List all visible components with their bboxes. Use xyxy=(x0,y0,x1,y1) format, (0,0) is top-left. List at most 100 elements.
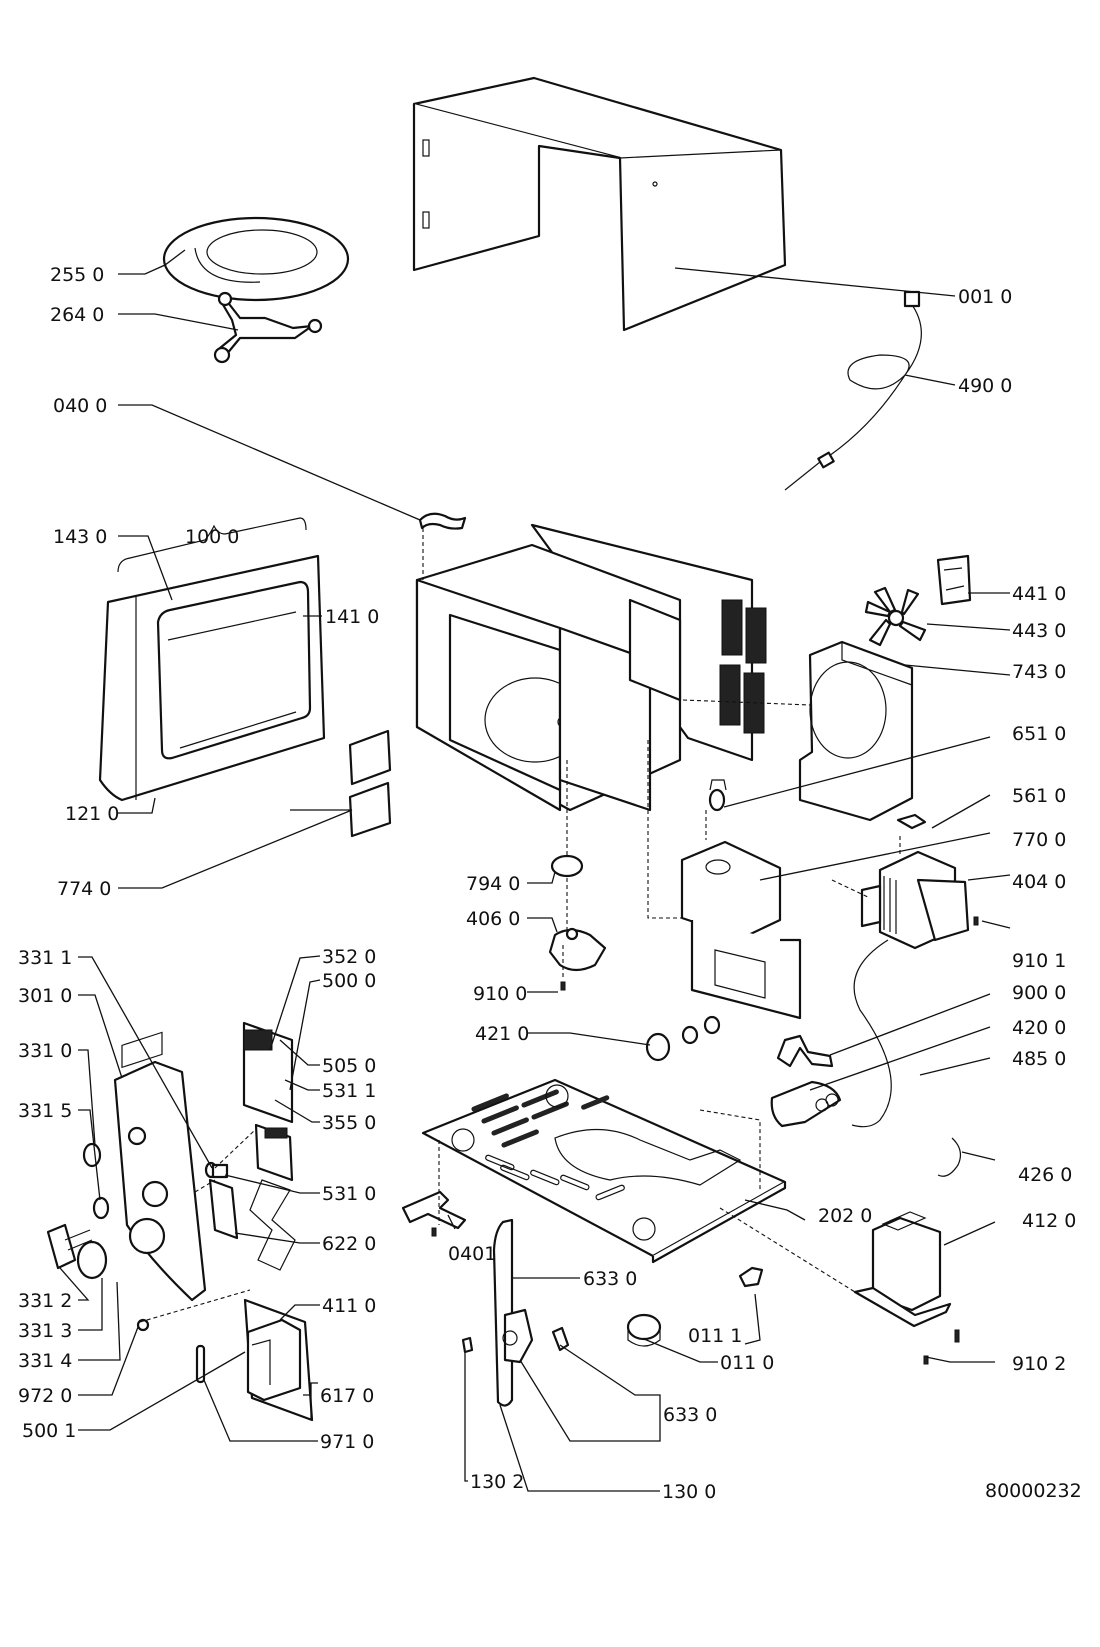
callout-141-0: 141 0 xyxy=(325,606,379,628)
callout-633-0-lower: 633 0 xyxy=(663,1404,717,1426)
callout-121-0: 121 0 xyxy=(65,803,119,825)
callout-331-1: 331 1 xyxy=(18,947,72,969)
leader-lines xyxy=(59,249,1011,1492)
waveguide-covers xyxy=(348,729,392,838)
assembly-lines xyxy=(139,528,901,1323)
callout-774-0: 774 0 xyxy=(57,878,111,900)
callout-331-5: 331 5 xyxy=(18,1100,72,1122)
callout-633-0-upper: 633 0 xyxy=(583,1268,637,1290)
callout-411-0: 411 0 xyxy=(322,1295,376,1317)
oven-lamp xyxy=(708,779,727,812)
callout-404-0: 404 0 xyxy=(1012,871,1066,893)
callout-490-0: 490 0 xyxy=(958,375,1012,397)
callout-443-0: 443 0 xyxy=(1012,620,1066,642)
callout-531-1: 531 1 xyxy=(322,1080,376,1102)
knob-spring xyxy=(92,1196,110,1220)
outer-cabinet xyxy=(412,76,787,332)
fan-motor xyxy=(936,554,972,606)
callout-130-2: 130 2 xyxy=(470,1471,524,1493)
power-knob xyxy=(76,1240,108,1280)
ribbon-cable xyxy=(249,1179,296,1271)
callout-331-0: 331 0 xyxy=(18,1040,72,1062)
control-board xyxy=(242,1021,294,1182)
door-assembly xyxy=(98,517,326,802)
callout-001-0: 001 0 xyxy=(958,286,1012,308)
vent-grille xyxy=(719,599,767,734)
callout-910-0: 910 0 xyxy=(473,983,527,1005)
hv-transformer xyxy=(853,1211,952,1328)
turntable-plate xyxy=(162,216,350,302)
oven-cavity xyxy=(415,523,767,812)
callout-420-0: 420 0 xyxy=(1012,1017,1066,1039)
screws xyxy=(431,916,979,1365)
switch-holder xyxy=(461,1218,570,1407)
hv-diode xyxy=(645,1015,721,1062)
callout-531-0: 531 0 xyxy=(322,1183,376,1205)
power-cord xyxy=(784,290,922,491)
foot xyxy=(626,1313,662,1347)
callout-910-1: 910 1 xyxy=(1012,950,1066,972)
callout-406-0: 406 0 xyxy=(466,908,520,930)
microswitch xyxy=(211,1163,229,1179)
air-guide xyxy=(680,840,802,1020)
callout-143-0: 143 0 xyxy=(53,526,107,548)
callout-426-0: 426 0 xyxy=(1018,1164,1072,1186)
wire-clip xyxy=(937,1137,962,1177)
callout-264-0: 264 0 xyxy=(50,304,104,326)
callout-900-0: 900 0 xyxy=(1012,982,1066,1004)
callout-971-0: 971 0 xyxy=(320,1431,374,1453)
base-plate xyxy=(421,1078,787,1264)
callout-561-0: 561 0 xyxy=(1012,785,1066,807)
fuse-clip xyxy=(136,1318,150,1332)
roller-support xyxy=(213,291,323,364)
callout-622-0: 622 0 xyxy=(322,1233,376,1255)
fuse xyxy=(195,1344,206,1384)
thermal-cutout xyxy=(896,813,927,830)
callout-130-0: 130 0 xyxy=(662,1481,716,1503)
top-bracket xyxy=(418,512,467,530)
callout-331-3: 331 3 xyxy=(18,1320,72,1342)
callout-331-2: 331 2 xyxy=(18,1290,72,1312)
callout-202-0: 202 0 xyxy=(818,1205,872,1227)
document-number: 80000232 xyxy=(985,1480,1082,1502)
hv-capacitor xyxy=(770,1080,842,1128)
turntable-coupler xyxy=(550,854,584,878)
callout-100-0: 100 0 xyxy=(185,526,239,548)
callout-617-0: 617 0 xyxy=(320,1385,374,1407)
callout-794-0: 794 0 xyxy=(466,873,520,895)
callout-412-0: 412 0 xyxy=(1022,1210,1076,1232)
callout-770-0: 770 0 xyxy=(1012,829,1066,851)
callout-500-1: 500 1 xyxy=(22,1420,76,1442)
callout-331-4: 331 4 xyxy=(18,1350,72,1372)
fan-blade xyxy=(864,586,927,647)
callout-040-0: 040 0 xyxy=(53,395,107,417)
magnetron xyxy=(860,850,970,950)
push-button xyxy=(82,1142,102,1168)
control-panel xyxy=(113,1031,207,1302)
base-bracket xyxy=(401,1190,467,1230)
turntable-motor xyxy=(548,927,607,972)
callout-011-1: 011 1 xyxy=(688,1325,742,1347)
switch-bracket xyxy=(208,1178,239,1240)
callout-485-0: 485 0 xyxy=(1012,1048,1066,1070)
callout-910-2: 910 2 xyxy=(1012,1353,1066,1375)
capacitor-bracket xyxy=(776,1034,834,1068)
callout-0401: 0401 xyxy=(448,1243,496,1265)
callout-011-0: 011 0 xyxy=(720,1352,774,1374)
fan-duct xyxy=(798,640,914,822)
callout-labels: 255 0 264 0 001 0 490 0 040 0 143 0 100 … xyxy=(18,264,1082,1503)
power-board xyxy=(243,1298,314,1422)
callout-441-0: 441 0 xyxy=(1012,583,1066,605)
callout-972-0: 972 0 xyxy=(18,1385,72,1407)
callout-500-0: 500 0 xyxy=(322,970,376,992)
callout-355-0: 355 0 xyxy=(322,1112,376,1134)
callout-743-0: 743 0 xyxy=(1012,661,1066,683)
foot-bracket xyxy=(738,1266,764,1288)
callout-421-0: 421 0 xyxy=(475,1023,529,1045)
callout-301-0: 301 0 xyxy=(18,985,72,1007)
callout-255-0: 255 0 xyxy=(50,264,104,286)
callout-651-0: 651 0 xyxy=(1012,723,1066,745)
callout-505-0: 505 0 xyxy=(322,1055,376,1077)
callout-352-0: 352 0 xyxy=(322,946,376,968)
